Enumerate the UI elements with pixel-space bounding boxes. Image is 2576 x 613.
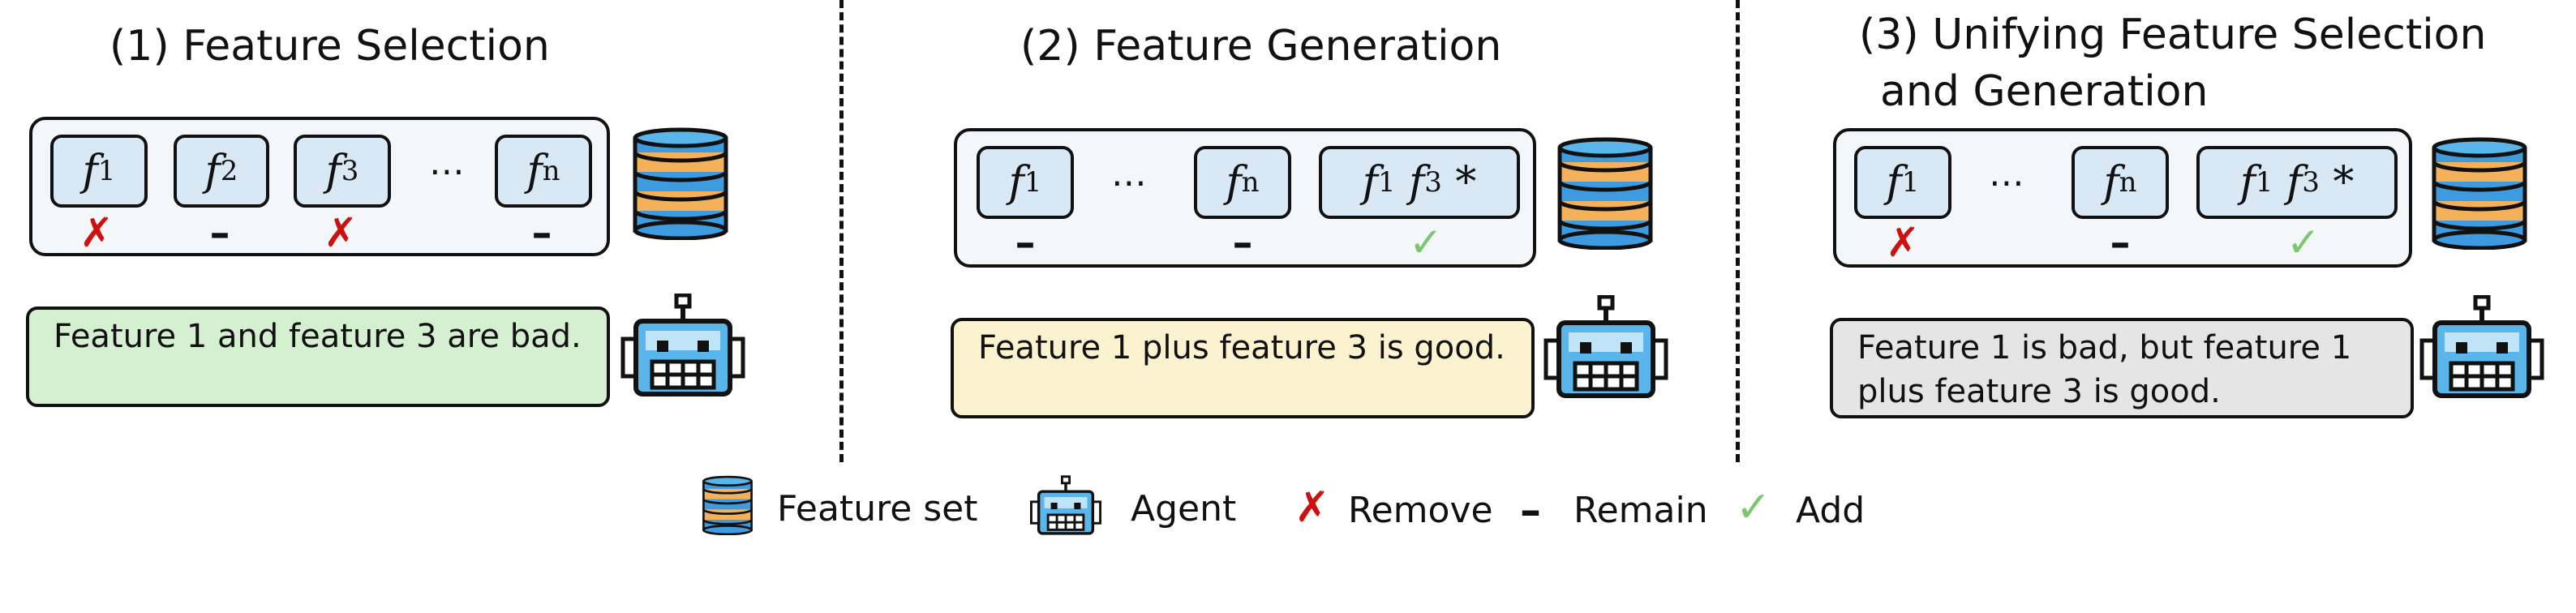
legend-feature-set-label: Feature set [777, 488, 978, 529]
panel1-message: Feature 1 and feature 3 are bad. [26, 306, 610, 407]
legend-remove-label: Remove [1348, 490, 1493, 531]
panel2-message: Feature 1 plus feature 3 is good. [951, 318, 1535, 418]
panel1-mark-fn: – [531, 209, 552, 256]
legend-remain-label: Remain [1574, 490, 1708, 531]
panel3-message: Feature 1 is bad, but feature 1 plus fea… [1830, 318, 2414, 418]
panel3-mark-f1: ✗ [1886, 219, 1920, 266]
panel-divider-2 [1736, 0, 1740, 462]
panel3-mark-fn: – [2110, 219, 2131, 266]
panel1-mark-f2: – [209, 209, 230, 256]
legend-database-icon [701, 475, 754, 535]
panel1-ellipsis: ⋯ [429, 150, 465, 192]
panel2-mark-fn: – [1232, 219, 1253, 266]
panel2-title: (2) Feature Generation [1020, 22, 1502, 71]
panel2-mark-f1f3: ✓ [1409, 219, 1443, 266]
legend-agent-label: Agent [1131, 488, 1237, 529]
panel3-ellipsis: ⋯ [1989, 161, 2024, 204]
robot-icon [2417, 295, 2547, 401]
panel1-mark-f3: ✗ [324, 209, 358, 256]
legend-remain-mark: – [1520, 487, 1541, 535]
robot-icon [1541, 295, 1671, 401]
database-icon [629, 126, 732, 240]
panel3-title-line1: (3) Unifying Feature Selection [1859, 11, 2487, 59]
panel3-title-line2: and Generation [1880, 67, 2209, 116]
legend-add-mark: ✓ [1736, 483, 1771, 532]
database-icon [2428, 136, 2531, 250]
panel3-mark-f1f3: ✓ [2286, 219, 2321, 266]
legend-remove-mark: ✗ [1294, 483, 1330, 532]
panel2-mark-f1: – [1015, 219, 1036, 266]
database-icon [1554, 136, 1656, 250]
panel2-ellipsis: ⋯ [1111, 161, 1147, 204]
panel1-title: (1) Feature Selection [109, 22, 550, 71]
panel1-mark-f1: ✗ [79, 209, 114, 256]
robot-icon [618, 294, 748, 399]
legend-add-label: Add [1796, 490, 1865, 531]
legend-robot-icon [1028, 475, 1103, 537]
panel-divider-1 [839, 0, 844, 462]
